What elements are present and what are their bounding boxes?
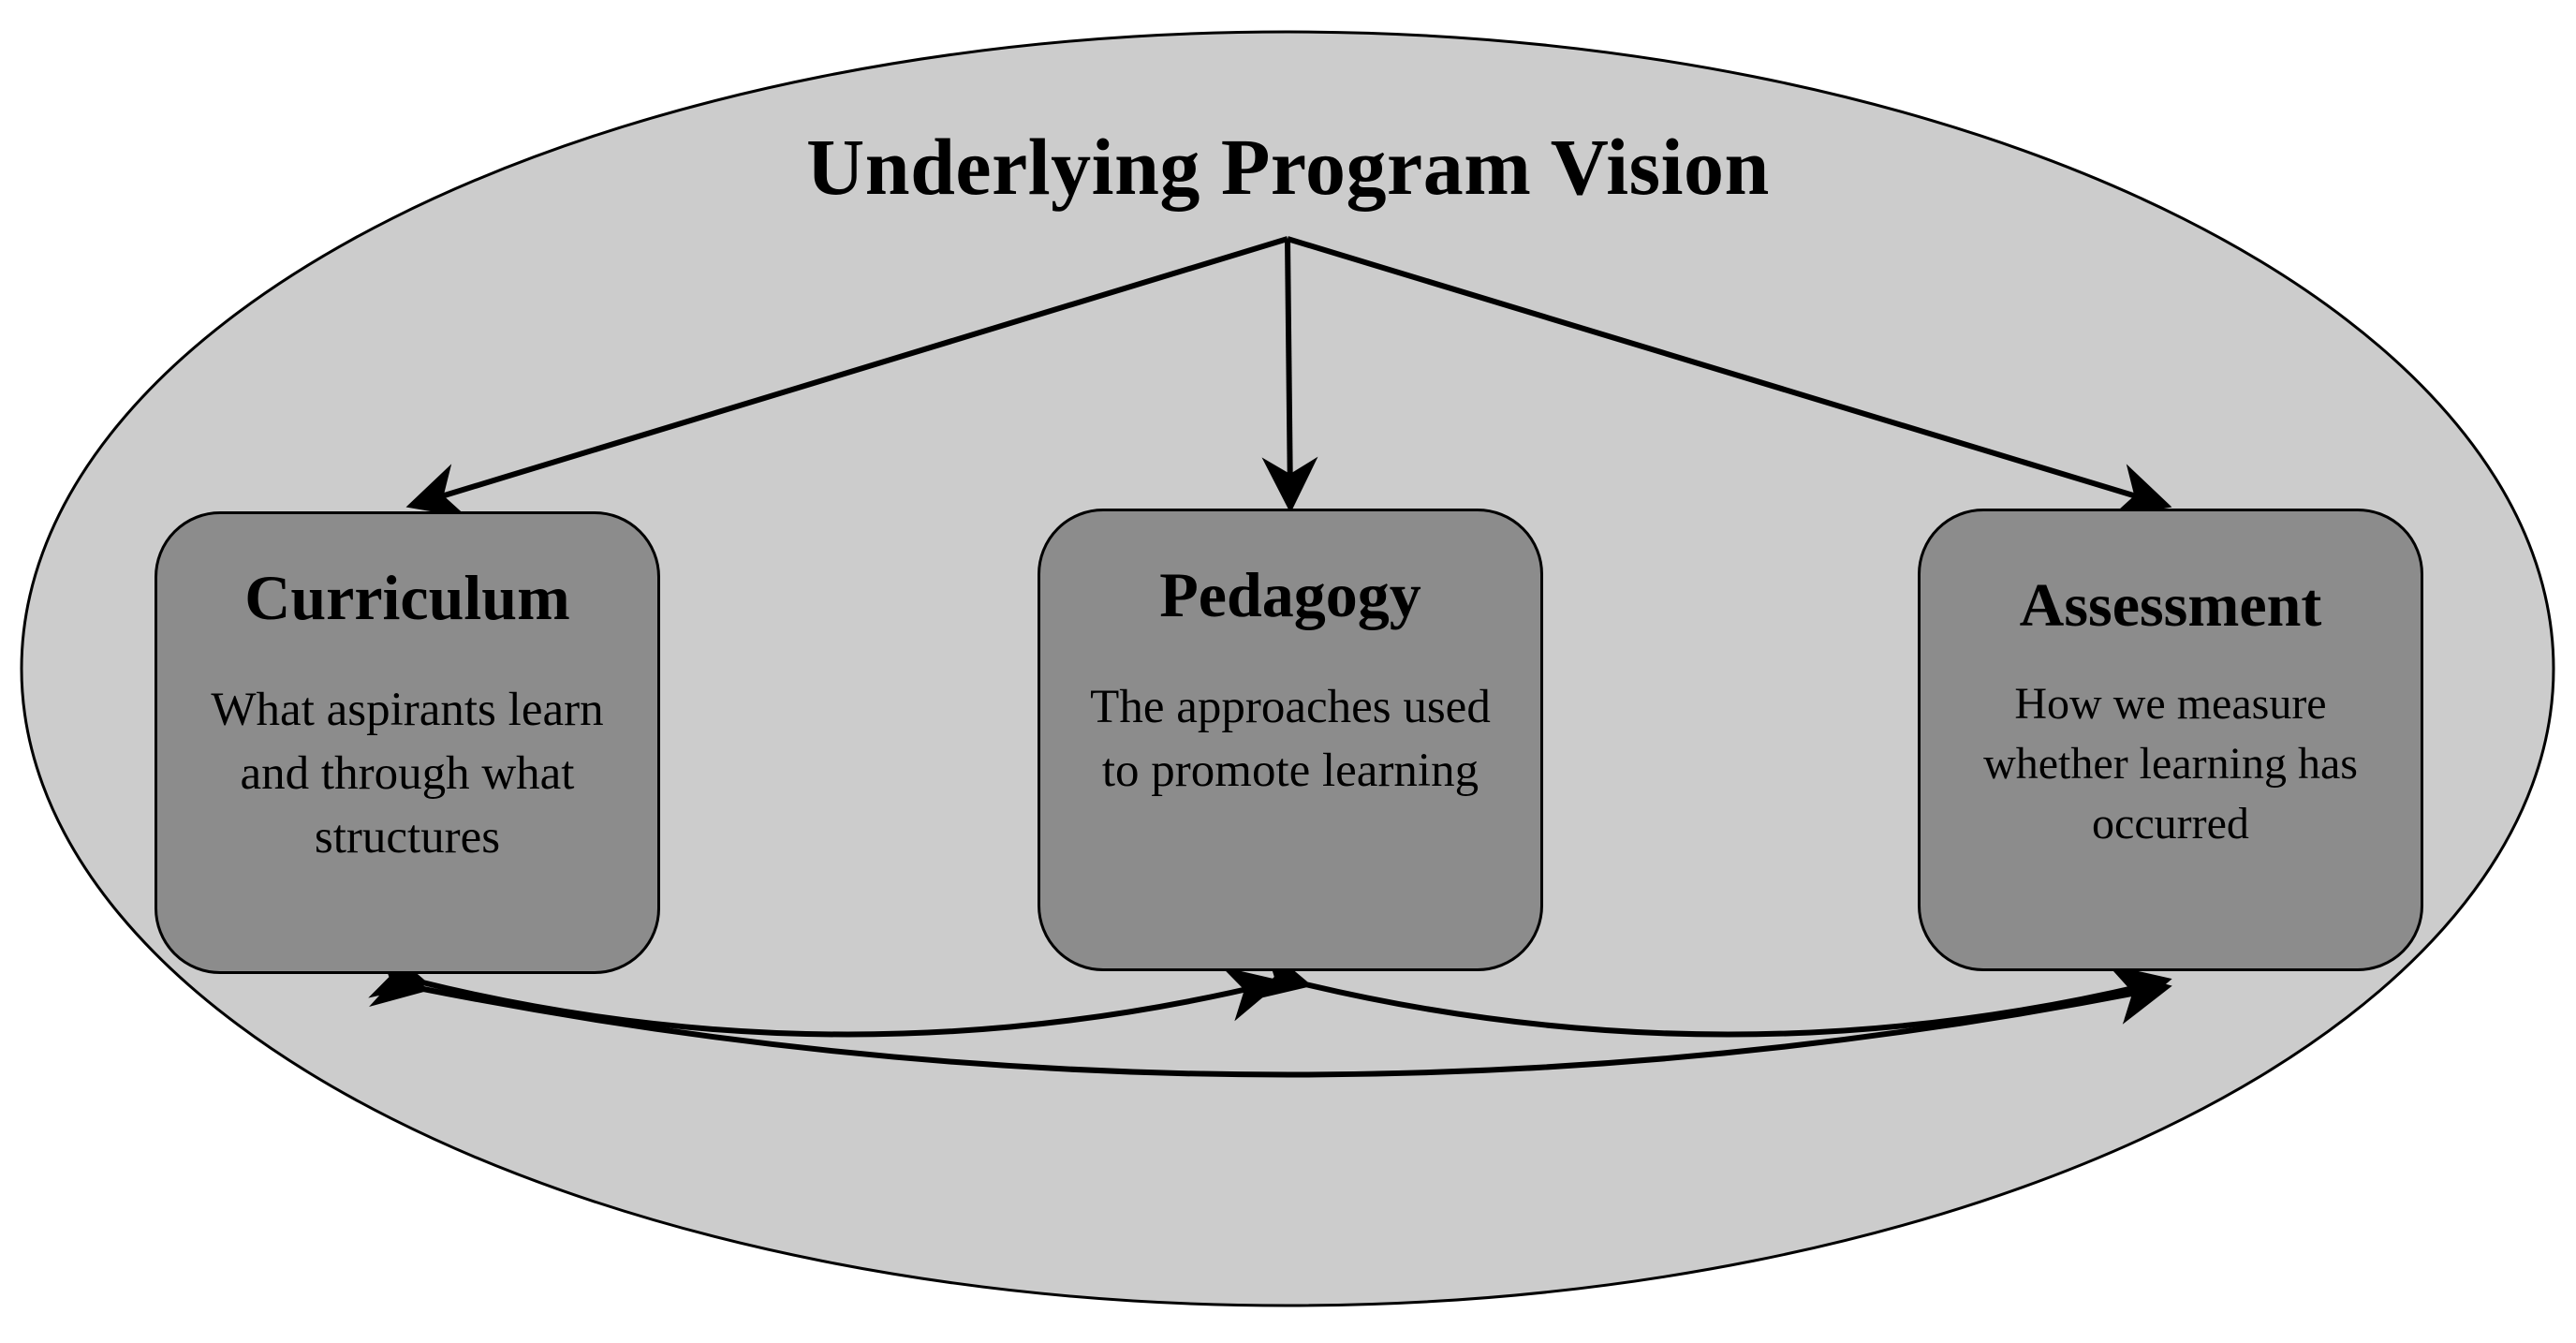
- pedagogy-title: Pedagogy: [1159, 559, 1421, 630]
- arrow-vision-to-pedagogy: [1261, 238, 1318, 513]
- arrow-vision-to-assessment: [1287, 236, 2172, 518]
- pedagogy-box: Pedagogy The approaches used to promote …: [1038, 509, 1543, 971]
- curriculum-box: Curriculum What aspirants learn and thro…: [155, 511, 660, 974]
- arrow-vision-to-curriculum: [405, 236, 1288, 518]
- assessment-title: Assessment: [2019, 571, 2322, 640]
- pedagogy-description: The approaches used to promote learning: [1090, 681, 1491, 797]
- assessment-description: How we measure whether learning has occu…: [1983, 679, 2358, 849]
- curriculum-description: What aspirants learn and through what st…: [211, 684, 604, 863]
- vision-title: Underlying Program Vision: [806, 122, 1770, 212]
- assessment-box: Assessment How we measure whether learni…: [1918, 509, 2423, 971]
- connector-curriculum-assessment: [369, 952, 2172, 1078]
- curriculum-title: Curriculum: [244, 562, 570, 633]
